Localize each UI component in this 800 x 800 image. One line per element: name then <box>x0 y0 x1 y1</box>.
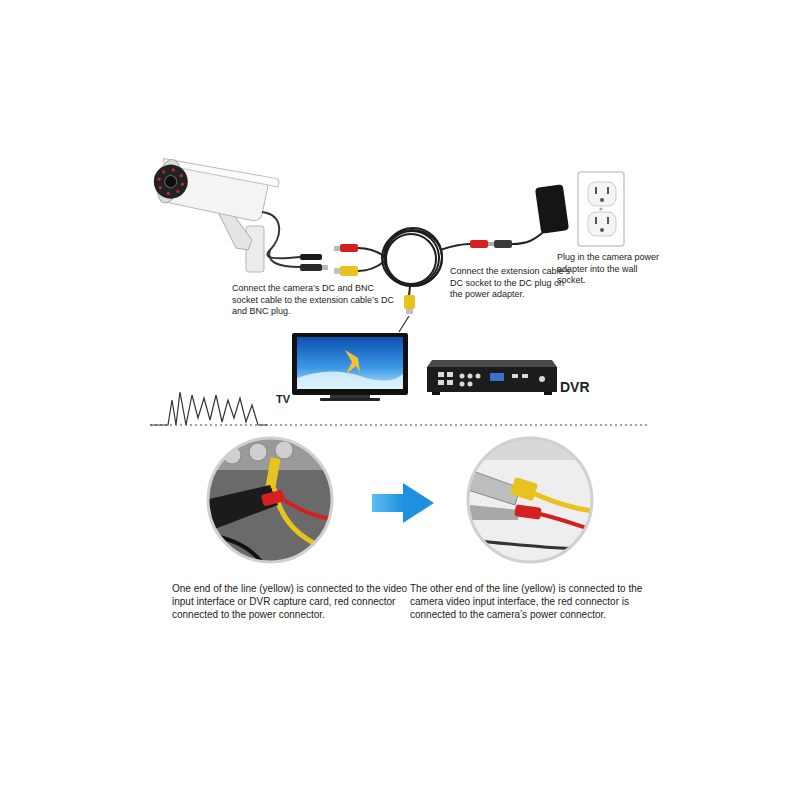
adapter-cord <box>512 230 546 244</box>
bnc-tip <box>334 268 340 274</box>
instruction-note: Connect the extension cable’s DC socket … <box>450 266 574 301</box>
blue-arrow <box>372 483 434 523</box>
camera-cable <box>262 212 300 258</box>
red-dc-socket <box>470 240 488 248</box>
device-label: DVR <box>560 378 610 396</box>
cable-wire <box>440 244 470 250</box>
camera-bnc-socket <box>300 264 322 271</box>
dvr-illustration <box>427 360 557 395</box>
instruction-note-text: Connect the extension cable’s DC socket … <box>450 266 574 301</box>
camera-body <box>150 154 280 226</box>
cable-wire <box>409 286 410 296</box>
ir-leds <box>155 165 187 197</box>
tv-frame <box>292 333 408 395</box>
lens <box>164 175 178 189</box>
dvr-ports <box>438 372 545 387</box>
instruction-note-text: Connect the camera’s DC and BNC socket c… <box>232 283 394 318</box>
instruction-note: Connect the camera’s DC and BNC socket c… <box>232 283 394 318</box>
tv-stand <box>330 395 370 398</box>
caption-note-text: The other end of the line (yellow) is co… <box>410 582 650 621</box>
caption-note-text: One end of the line (yellow) is connecte… <box>172 582 408 621</box>
dc-plug <box>494 240 512 248</box>
power-adapter <box>488 184 569 248</box>
instruction-note-text: Plug in the camera power adapter into th… <box>557 252 661 287</box>
camera-illustration <box>150 154 328 272</box>
red-dc-plug <box>340 244 358 252</box>
tv-screen <box>297 337 403 389</box>
device-label-text: DVR <box>560 378 610 396</box>
led-panel <box>151 161 191 201</box>
socket <box>588 182 616 206</box>
waveform <box>150 392 268 425</box>
tv-base <box>320 398 380 401</box>
bnc-tip <box>322 265 328 270</box>
bnc-tip <box>406 309 413 314</box>
photo-dvr-end <box>200 430 340 575</box>
photo-camera-end <box>460 430 600 570</box>
leader-line <box>399 316 409 332</box>
photo-frame <box>208 438 332 562</box>
instruction-note: Plug in the camera power adapter into th… <box>557 252 661 287</box>
caption-note: One end of the line (yellow) is connecte… <box>172 582 408 621</box>
cable-coil <box>382 228 442 286</box>
adapter-body <box>535 184 569 233</box>
cable-wire <box>358 261 385 271</box>
yellow-bnc-plug <box>340 266 358 276</box>
divider-line <box>150 425 650 426</box>
outlet-plate <box>578 172 624 246</box>
device-label: TV <box>276 392 306 406</box>
socket <box>588 212 616 236</box>
camera-cable <box>269 250 300 267</box>
photo-frame <box>468 438 592 562</box>
dc-plug-tip <box>488 242 494 246</box>
device-label-text: TV <box>276 392 306 406</box>
dc-tip <box>334 246 340 251</box>
dvr-top <box>427 360 557 367</box>
yellow-bnc-plug <box>404 295 415 309</box>
cable-wire <box>358 248 384 256</box>
camera-dc-socket <box>300 254 322 260</box>
dvr-front <box>427 367 557 392</box>
tv-illustration <box>292 333 408 401</box>
wall-outlet <box>578 172 624 246</box>
caption-note: The other end of the line (yellow) is co… <box>410 582 650 621</box>
